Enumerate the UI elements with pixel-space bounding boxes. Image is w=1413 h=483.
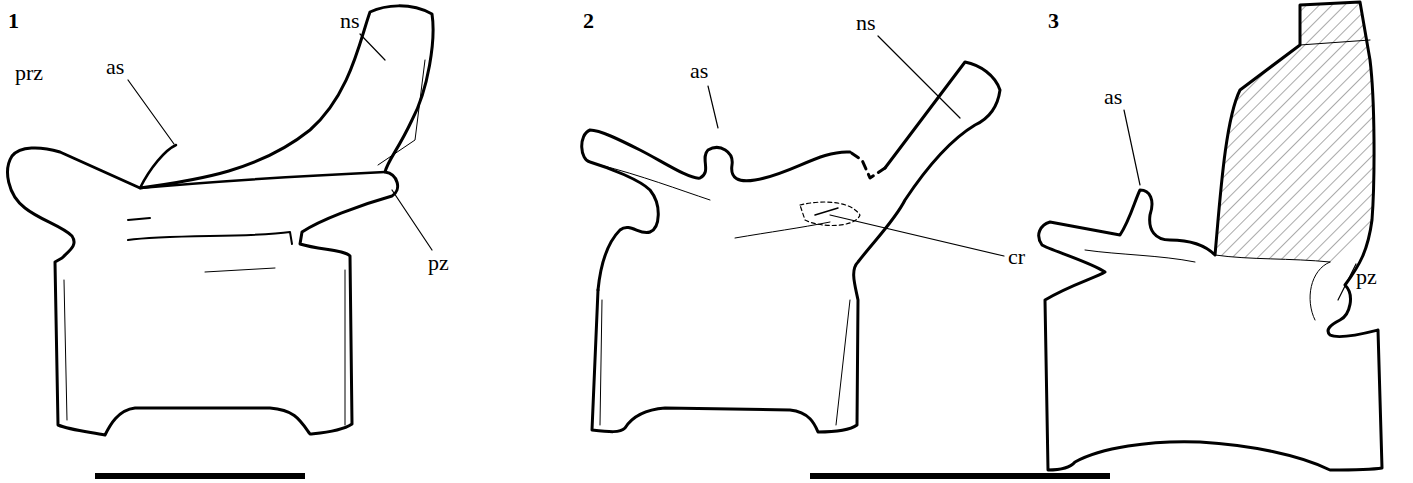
part-label: ns bbox=[340, 10, 360, 32]
part-label: pz bbox=[428, 252, 449, 274]
part-label: as bbox=[1104, 86, 1122, 108]
part-label: pz bbox=[1356, 266, 1377, 288]
accessory-ridge bbox=[140, 145, 176, 188]
surface-line bbox=[1085, 40, 1370, 320]
panel-number: 3 bbox=[1048, 10, 1059, 32]
panel-number: 2 bbox=[583, 10, 594, 32]
arch-line bbox=[140, 172, 385, 188]
surface-line bbox=[64, 60, 425, 425]
condyle-outline bbox=[800, 202, 860, 225]
part-label: prz bbox=[15, 62, 43, 84]
broken-edge bbox=[850, 152, 885, 178]
vertebra-outline bbox=[592, 62, 1000, 432]
arch-line bbox=[128, 218, 292, 244]
vertebra-outline bbox=[1039, 2, 1382, 470]
vertebra-outline bbox=[582, 130, 850, 290]
part-label: as bbox=[106, 56, 124, 78]
part-label: as bbox=[690, 60, 708, 82]
surface-line bbox=[600, 165, 850, 425]
part-label: ns bbox=[856, 12, 876, 34]
vertebra-outline bbox=[8, 6, 433, 435]
scale-bar bbox=[95, 473, 305, 479]
scale-bar bbox=[810, 473, 1110, 479]
panel-number: 1 bbox=[8, 10, 19, 32]
leader-line bbox=[128, 34, 1356, 300]
part-label: cr bbox=[1008, 246, 1025, 268]
condyle-line bbox=[815, 208, 838, 215]
